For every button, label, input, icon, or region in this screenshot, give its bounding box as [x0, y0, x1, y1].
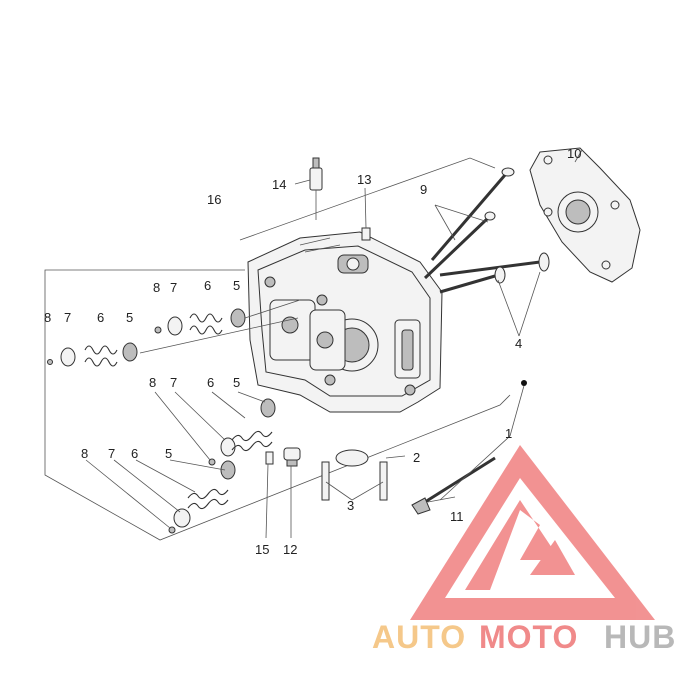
callout-8-upper-right: 8	[153, 280, 160, 295]
callout-3: 3	[347, 498, 354, 513]
callout-11: 11	[450, 509, 464, 524]
callout-7-middle: 7	[170, 375, 177, 390]
callout-numbers: 1 2 3 4 5 5 5 5 6 6 6 6 7 7 7 7 8 8 8 8 …	[44, 146, 581, 557]
callout-15: 15	[255, 542, 269, 557]
watermark-hub: HUB	[604, 619, 676, 655]
callout-5-upper-left: 5	[126, 310, 133, 325]
valve-4b	[439, 266, 506, 294]
group-outline-top	[239, 157, 496, 241]
callout-8-upper-left: 8	[44, 310, 51, 325]
callout-6-upper-right: 6	[204, 278, 211, 293]
callout-5-lower: 5	[165, 446, 172, 461]
screw-15	[265, 451, 274, 465]
callout-12: 12	[283, 542, 297, 557]
callout-13: 13	[357, 172, 371, 187]
stud-13	[361, 227, 371, 241]
callout-8-middle: 8	[149, 375, 156, 390]
watermark-moto: MOTO	[479, 619, 578, 655]
callout-6-upper-left: 6	[97, 310, 104, 325]
callout-7-upper-left: 7	[64, 310, 71, 325]
valve-assembly-upper-left	[47, 342, 138, 367]
head-gasket	[529, 147, 641, 283]
callout-9: 9	[420, 182, 427, 197]
valve-assembly-upper-right	[154, 308, 246, 336]
callout-7-upper-right: 7	[170, 280, 177, 295]
callout-7-lower: 7	[108, 446, 115, 461]
valve-4a	[439, 252, 550, 277]
callout-4: 4	[515, 336, 522, 351]
callout-1: 1	[505, 426, 512, 441]
valve-assembly-lower	[168, 460, 236, 534]
callout-6-lower: 6	[131, 446, 138, 461]
o-ring-2	[335, 449, 369, 467]
leader-lines	[85, 149, 583, 539]
group-outline-left	[44, 269, 511, 541]
exhaust-valve	[423, 211, 496, 280]
callout-14: 14	[272, 177, 286, 192]
watermark-auto: AUTO	[372, 619, 466, 655]
cylinder-head	[247, 231, 443, 413]
callout-2: 2	[413, 450, 420, 465]
temperature-sensor	[309, 157, 323, 220]
callout-8-lower: 8	[81, 446, 88, 461]
watermark-text: AUTO MOTO HUB	[372, 619, 676, 655]
head-side-port-inner	[401, 329, 414, 371]
callout-5-middle: 5	[233, 375, 240, 390]
valve-assembly-middle	[208, 398, 276, 466]
callout-10: 10	[567, 146, 581, 161]
intake-valve	[430, 167, 515, 261]
callout-16: 16	[207, 192, 221, 207]
plug-12	[283, 447, 301, 467]
long-bolt-11	[411, 456, 496, 515]
callout-5-upper-right: 5	[233, 278, 240, 293]
callout-6-middle: 6	[207, 375, 214, 390]
dowel-pins-3	[321, 461, 388, 501]
watermark-logo	[410, 445, 655, 620]
